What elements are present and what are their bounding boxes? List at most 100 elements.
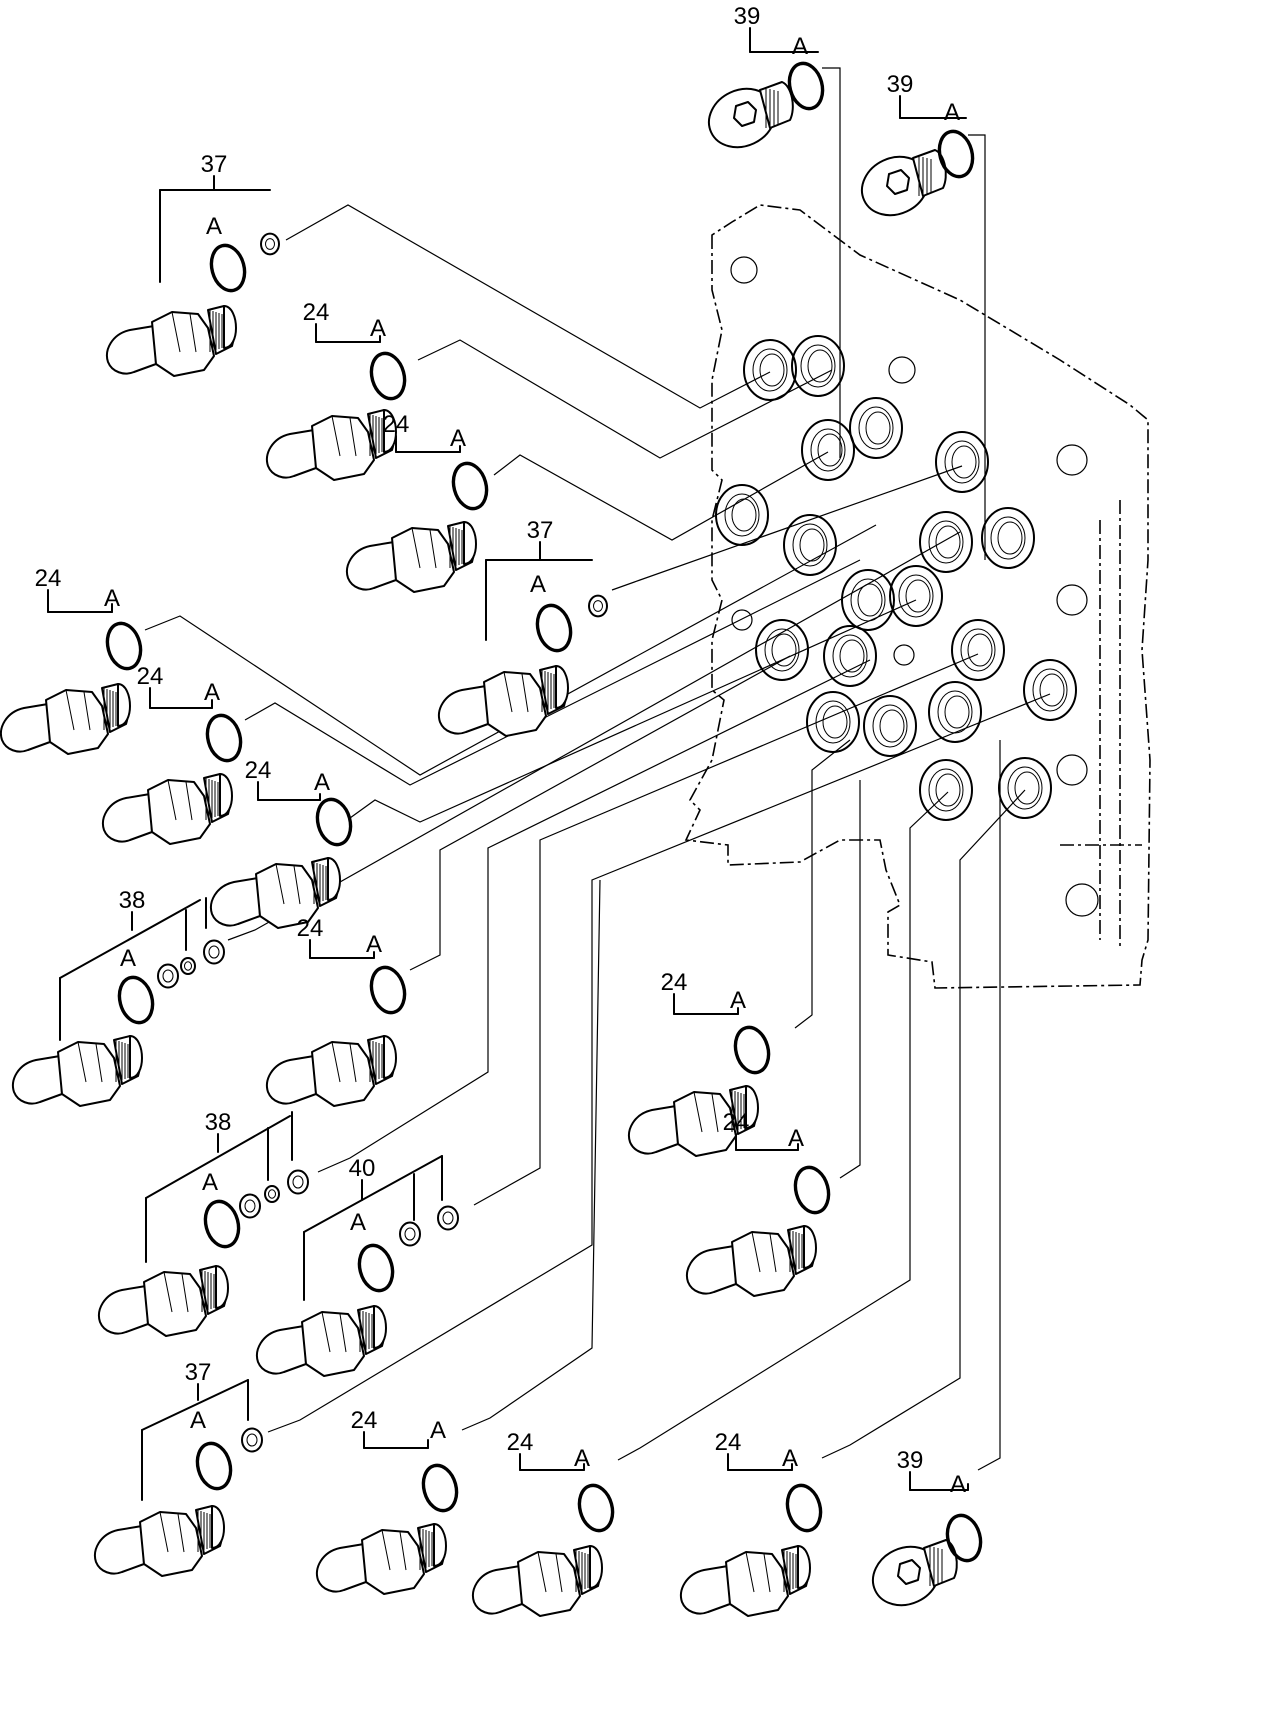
fitting-nose (266, 1055, 317, 1105)
fitting-hex (45, 689, 109, 755)
port-thread (752, 348, 788, 392)
fitting-hex (255, 863, 319, 929)
part-number-label: 39 (734, 3, 761, 30)
kit-A-label: A (530, 571, 546, 598)
port-thread-inner (879, 709, 905, 743)
kit-A-label: A (366, 931, 382, 958)
port-thread (898, 574, 934, 618)
kit-A-label: A (450, 425, 466, 452)
o-ring (937, 129, 975, 179)
o-ring (195, 1441, 233, 1491)
leader-line (617, 791, 949, 1461)
fitting-nose (346, 541, 397, 591)
port-boss (951, 619, 1005, 681)
hex-edge (163, 1271, 189, 1313)
leader-line (461, 879, 601, 1431)
leader-line (493, 451, 829, 541)
valve-body-outline (684, 204, 1151, 989)
fitting-nose (438, 685, 489, 735)
backup-ring-bore (244, 1199, 256, 1213)
part-number-label: 24 (715, 1429, 742, 1456)
leader-line (473, 653, 979, 1206)
part-group-38: 38A (12, 887, 225, 1107)
kit-A-label: A (206, 213, 222, 240)
backup-ring (157, 963, 179, 989)
part-number-label: 24 (297, 915, 324, 942)
mounting-hole (1056, 754, 1088, 786)
o-ring (203, 1199, 241, 1249)
part-number-label: 24 (303, 299, 330, 326)
fitting-hex (57, 1041, 121, 1107)
fitting-hex (151, 311, 215, 377)
kit-A-label: A (370, 315, 386, 342)
hex-edge (381, 1529, 407, 1571)
port-thread-inner (857, 583, 883, 617)
port-thread (800, 344, 836, 388)
port-thread-inner (759, 353, 785, 387)
port-thread (937, 690, 973, 734)
fitting-shoulder (117, 683, 131, 727)
backup-ring-bore (268, 1189, 276, 1199)
backup-ring (180, 956, 196, 976)
backup-ring (588, 594, 608, 618)
fitting-shoulder (463, 521, 477, 565)
leader-line (244, 559, 861, 786)
fitting-shoulder (215, 1265, 229, 1309)
fitting-nose (94, 1525, 145, 1575)
fitting-shoulder (383, 409, 397, 453)
port-boss (998, 757, 1052, 819)
port-boss (791, 335, 845, 397)
fitting-nose (316, 1543, 367, 1593)
o-ring (535, 603, 573, 653)
fitting-shoulder (589, 1545, 603, 1589)
fitting-hex (311, 415, 375, 481)
fitting-hex (361, 1529, 425, 1595)
port-boss (981, 507, 1035, 569)
leader-line (821, 789, 1026, 1459)
port-thread-inner (799, 528, 825, 562)
leader-line (839, 780, 861, 1179)
hex-edge (537, 1551, 563, 1593)
o-ring (577, 1483, 615, 1533)
port-thread (944, 440, 980, 484)
fitting-shoulder (327, 857, 341, 901)
backup-ring-bore (184, 961, 192, 971)
port-thread (850, 578, 886, 622)
mounting-hole (1065, 883, 1099, 917)
port-boss (823, 625, 877, 687)
callout-bracket (145, 1115, 291, 1199)
port-thread-inner (997, 521, 1023, 555)
fitting-shoulder (383, 1035, 397, 1079)
fitting-hex (139, 1511, 203, 1577)
port-thread (928, 520, 964, 564)
fitting-hex (725, 1551, 789, 1617)
kit-A-label: A (104, 585, 120, 612)
backup-ring (241, 1427, 263, 1453)
port-boss (1023, 659, 1077, 721)
hex-edge (77, 1041, 103, 1083)
o-ring (787, 61, 825, 111)
leader-line (822, 67, 841, 458)
port-thread-inner (1039, 673, 1065, 707)
o-ring (105, 621, 143, 671)
part-number-label: 37 (527, 517, 554, 544)
part-group-24: 24A (346, 411, 489, 593)
part-group-24: 24A (0, 565, 143, 755)
hex-edge (167, 779, 193, 821)
o-ring (421, 1463, 459, 1513)
port-boss (935, 431, 989, 493)
port-boss (928, 681, 982, 743)
o-ring (793, 1165, 831, 1215)
fitting-nose (12, 1055, 63, 1105)
leader-line (977, 740, 1001, 1471)
backup-ring (399, 1221, 421, 1247)
part-number-label: 24 (507, 1429, 534, 1456)
port-thread (990, 516, 1026, 560)
leader-line (968, 134, 986, 560)
port-thread-inner (1014, 771, 1040, 805)
kit-A-label: A (574, 1445, 590, 1472)
port-boss (783, 514, 837, 576)
part-number-label: 24 (351, 1407, 378, 1434)
